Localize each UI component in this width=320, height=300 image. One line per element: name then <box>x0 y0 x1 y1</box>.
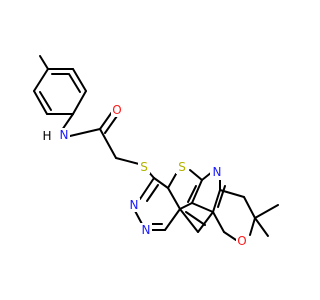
atom-carbonyl: O <box>111 103 123 117</box>
bond <box>139 177 155 200</box>
molecule-canvas: N H O S S N N N O <box>33 55 279 248</box>
atom-nh: N H <box>42 128 70 143</box>
bond <box>164 208 181 231</box>
bond <box>217 185 226 208</box>
bond <box>99 128 117 159</box>
atom-n-pyrimidine-1: N <box>130 198 139 212</box>
bond <box>189 169 203 181</box>
atom-pyrimidine-n1: N <box>128 198 140 212</box>
bond <box>99 111 113 130</box>
bond <box>191 179 203 204</box>
bond <box>254 204 279 219</box>
bond <box>167 187 181 210</box>
bonds <box>33 55 279 241</box>
bond <box>115 157 140 165</box>
atom-thioether: S <box>138 160 150 174</box>
atom-o-carbonyl: O <box>112 103 121 117</box>
bond <box>212 189 221 213</box>
bond <box>72 68 87 92</box>
bond <box>187 185 197 203</box>
bond <box>39 91 52 111</box>
bond <box>243 196 256 219</box>
bond <box>185 211 206 226</box>
atom-n-pyrimidine-2: N <box>142 223 151 237</box>
bond <box>104 115 118 134</box>
bond <box>33 90 48 115</box>
bond <box>146 184 159 202</box>
bond <box>254 217 269 237</box>
atom-o-pyran: O <box>237 234 246 248</box>
bond <box>167 173 177 189</box>
atom-s-thiophene: S <box>178 160 186 174</box>
atom-n-amide: N <box>60 128 69 142</box>
bond <box>61 113 74 131</box>
atom-pyridine: N <box>210 164 224 180</box>
bond <box>212 211 225 233</box>
bond <box>72 90 87 115</box>
bond <box>39 55 49 70</box>
bond <box>68 73 81 93</box>
atom-pyrimidine-n2: N <box>140 223 152 237</box>
bond <box>219 189 245 198</box>
bond <box>33 68 49 92</box>
bond <box>197 211 214 233</box>
bond <box>191 202 214 213</box>
atom-s-thioether: S <box>140 160 148 174</box>
atom-labels: N H O S S N N N O <box>42 103 248 248</box>
bond <box>153 177 169 189</box>
atom-n-pyridine: N <box>213 165 222 179</box>
atom-h-amide: H <box>42 129 51 143</box>
atom-pyran: O <box>236 234 248 248</box>
atom-thiophene: S <box>176 160 188 174</box>
bond <box>223 231 237 241</box>
bond <box>179 208 199 233</box>
bond <box>69 128 101 137</box>
bond <box>179 202 193 210</box>
bond <box>249 217 256 236</box>
